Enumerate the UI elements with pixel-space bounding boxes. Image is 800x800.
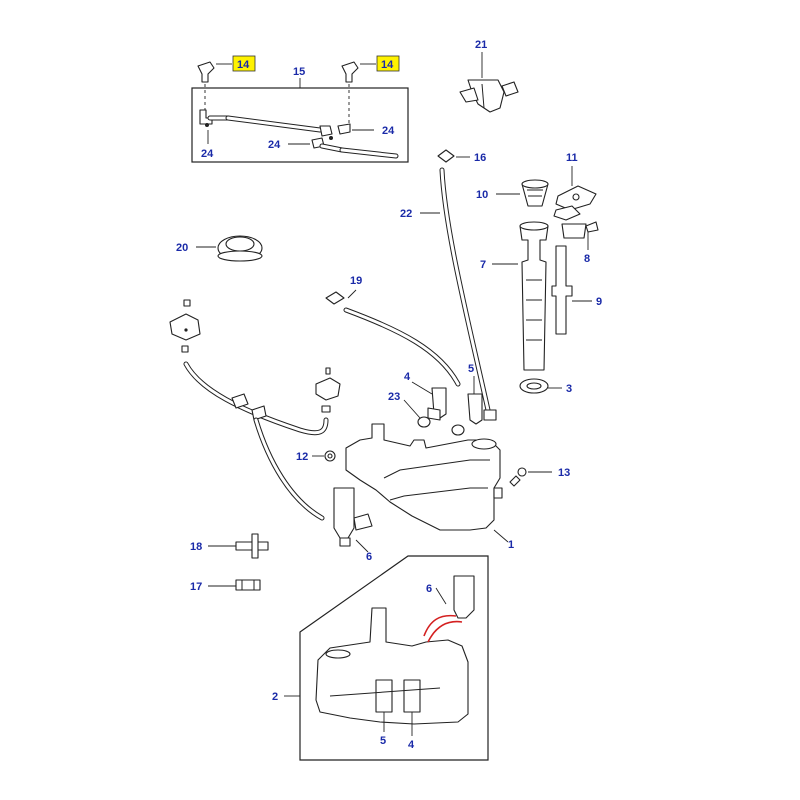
- callout-11[interactable]: 11: [566, 152, 578, 164]
- callout-8[interactable]: 8: [584, 253, 590, 265]
- callout-7[interactable]: 7: [480, 259, 486, 271]
- callout-21[interactable]: 21: [475, 39, 487, 51]
- callout-16[interactable]: 16: [474, 152, 486, 164]
- pump-grommet[interactable]: [417, 416, 431, 428]
- pump-5[interactable]: [467, 393, 497, 425]
- callout-17[interactable]: 17: [190, 581, 202, 593]
- callout-2[interactable]: 2: [272, 691, 278, 703]
- reservoir-assembly-inset: [299, 555, 489, 761]
- straight-connector[interactable]: [235, 579, 261, 591]
- callout-3[interactable]: 3: [566, 383, 572, 395]
- callout-4[interactable]: 4: [404, 371, 411, 383]
- callout-19[interactable]: 19: [350, 275, 362, 287]
- callout-6-inset[interactable]: 6: [426, 583, 432, 595]
- washer-jet-left[interactable]: [197, 61, 215, 110]
- callout-14-left[interactable]: 14: [237, 59, 250, 71]
- washer-hose[interactable]: [325, 291, 461, 387]
- retaining-clip[interactable]: [459, 79, 519, 113]
- pump-6[interactable]: [333, 487, 373, 547]
- leader-lines: [196, 52, 592, 736]
- callout-24-middle[interactable]: 24: [268, 139, 281, 151]
- filler-strainer[interactable]: [521, 179, 549, 207]
- callout-4-inset[interactable]: 4: [408, 739, 415, 751]
- filler-neck[interactable]: [519, 221, 549, 371]
- callout-12[interactable]: 12: [296, 451, 308, 463]
- jet-hose-assembly[interactable]: [199, 109, 399, 159]
- callout-9[interactable]: 9: [596, 296, 602, 308]
- callout-23[interactable]: 23: [388, 391, 400, 403]
- bolt[interactable]: [509, 467, 527, 487]
- callout-1[interactable]: 1: [508, 539, 514, 551]
- callout-14-right[interactable]: 14: [381, 59, 394, 71]
- pump-4[interactable]: [427, 387, 447, 421]
- grommet[interactable]: [217, 235, 263, 262]
- grommet-small[interactable]: [451, 424, 465, 436]
- callout-13[interactable]: 13: [558, 467, 570, 479]
- jet-hose-inset: [191, 61, 409, 163]
- filler-strap[interactable]: [551, 245, 573, 335]
- callout-20[interactable]: 20: [176, 242, 188, 254]
- callout-5[interactable]: 5: [468, 363, 474, 375]
- filler-cap-clip[interactable]: [561, 221, 599, 239]
- filler-neck-seal[interactable]: [519, 378, 549, 394]
- long-hose[interactable]: [437, 149, 491, 413]
- callout-22[interactable]: 22: [400, 208, 412, 220]
- callout-15[interactable]: 15: [293, 66, 305, 78]
- reservoir[interactable]: [345, 423, 503, 531]
- headlamp-jet-hose[interactable]: [169, 299, 341, 521]
- callout-5-inset[interactable]: 5: [380, 735, 386, 747]
- callout-14-highlight-left: [232, 55, 256, 72]
- callout-18[interactable]: 18: [190, 541, 202, 553]
- callout-10[interactable]: 10: [476, 189, 488, 201]
- callout-14-highlight-right: [376, 55, 400, 72]
- filler-cap[interactable]: [553, 185, 597, 221]
- callout-24-right[interactable]: 24: [382, 125, 395, 137]
- washer-jet-right[interactable]: [341, 61, 359, 124]
- t-connector[interactable]: [235, 533, 269, 559]
- callout-24-left[interactable]: 24: [201, 148, 214, 160]
- callout-6[interactable]: 6: [366, 551, 372, 563]
- nut[interactable]: [324, 450, 336, 462]
